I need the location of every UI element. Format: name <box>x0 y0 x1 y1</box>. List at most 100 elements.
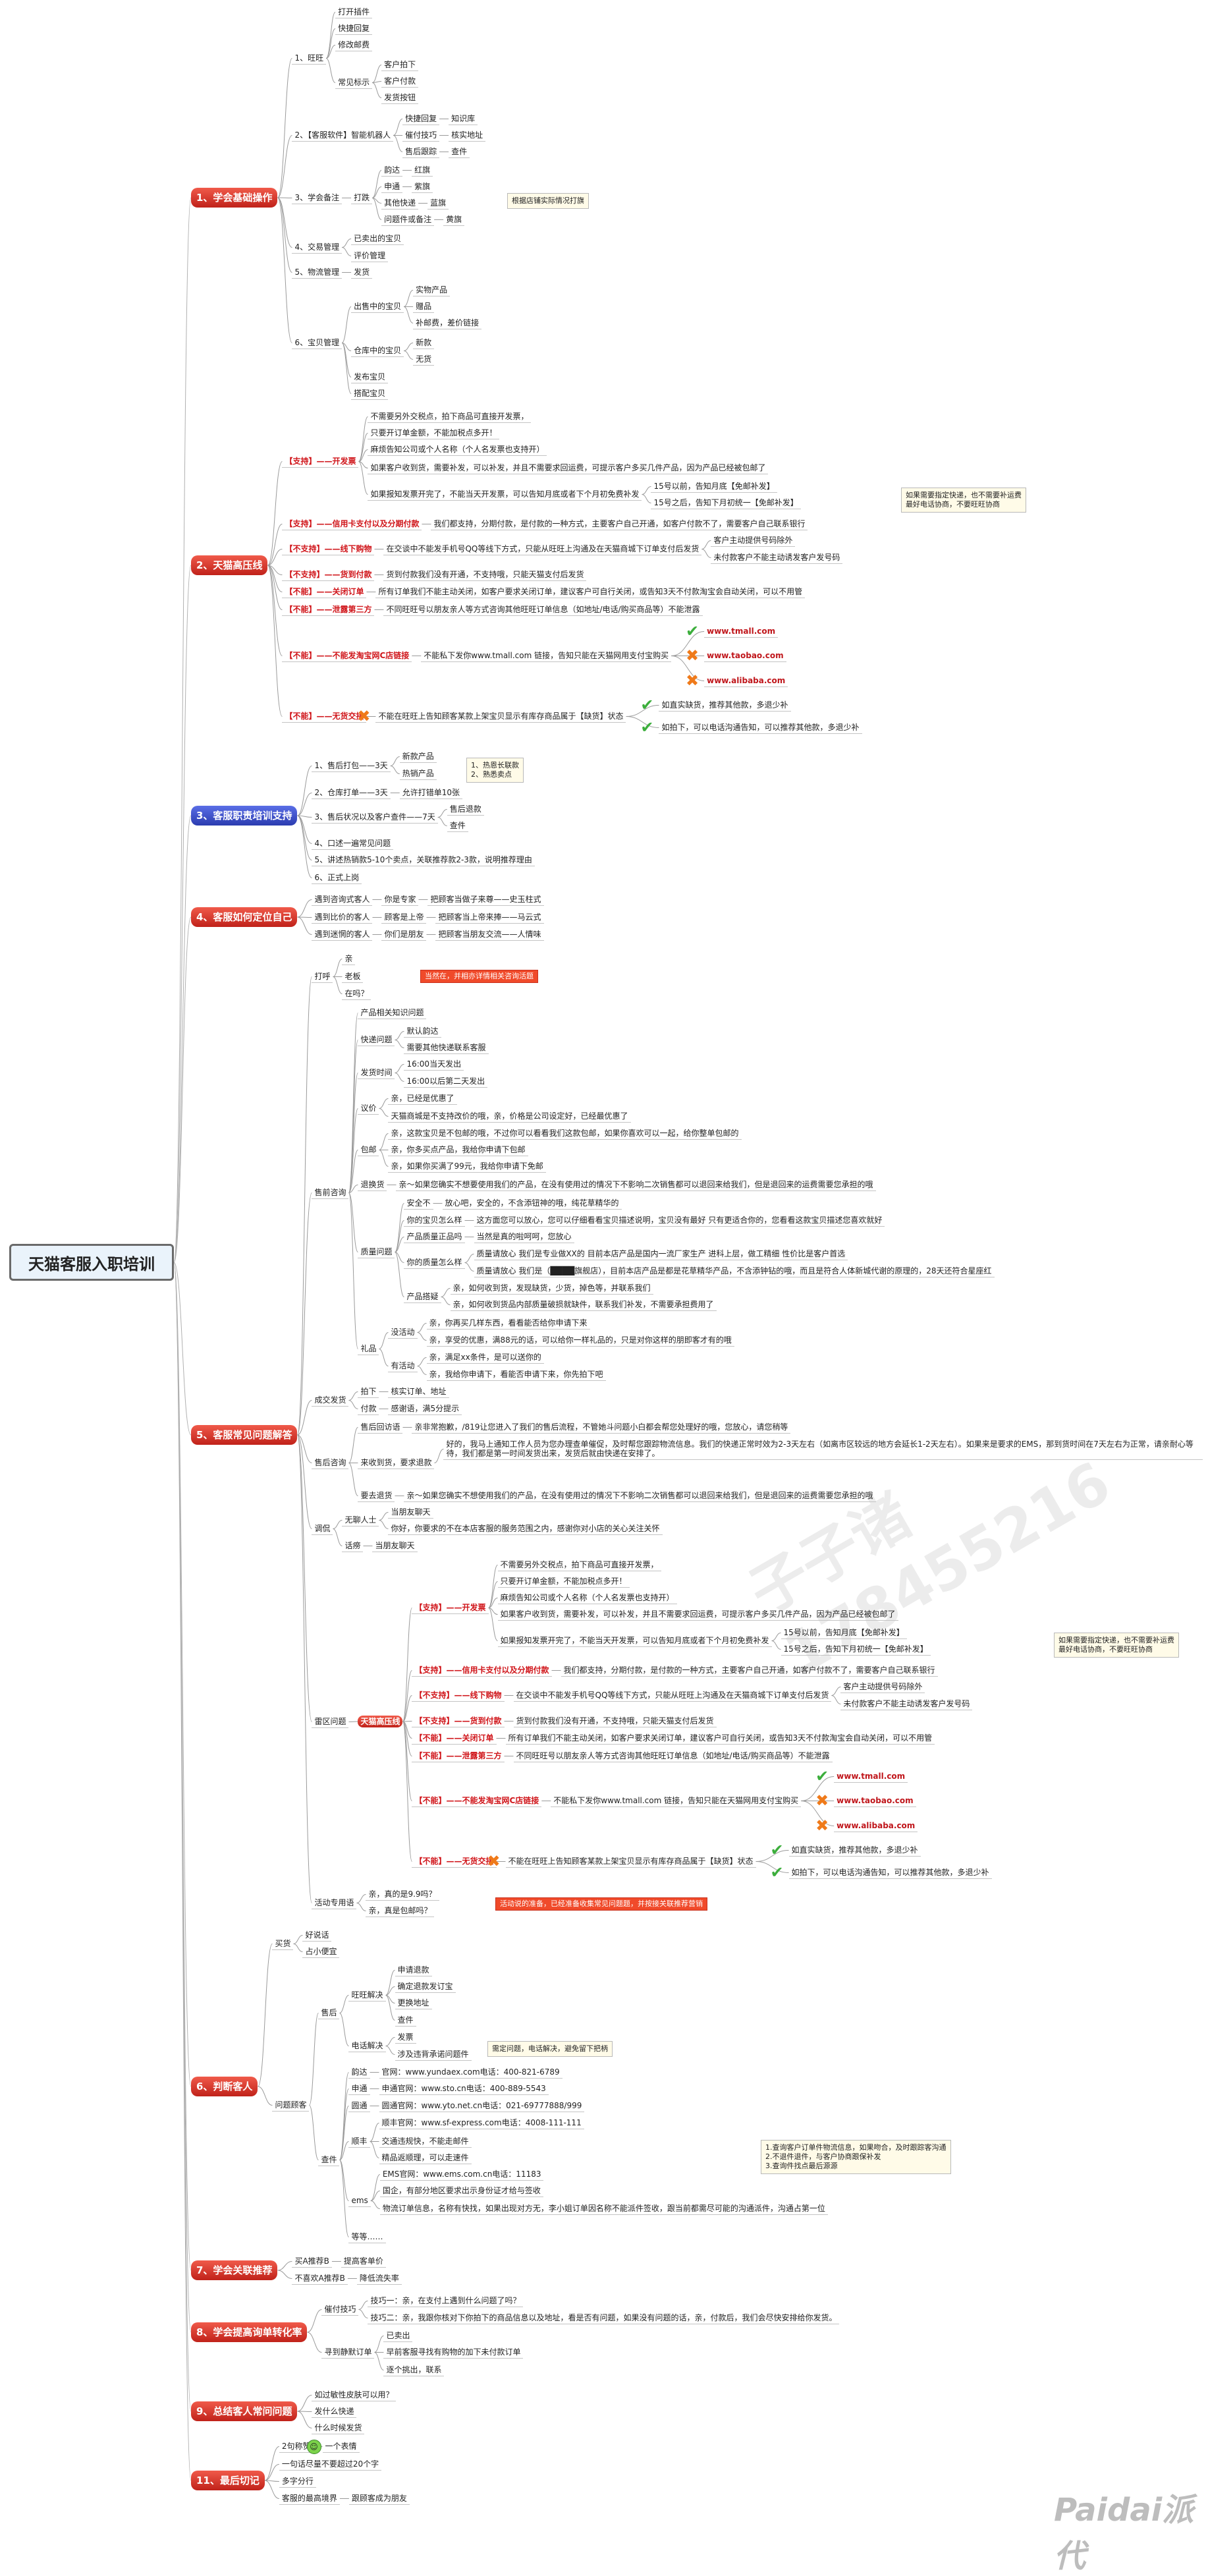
topic-node[interactable]: 寻到静默订单 <box>321 2346 375 2359</box>
topic-node[interactable]: 韵达 <box>381 164 403 177</box>
topic-node[interactable]: 涉及违背承诺问题件 <box>395 2048 472 2061</box>
topic-node[interactable]: 如拍下，可以电话沟通告知，可以推荐其他款，多退少补 <box>788 1866 992 1879</box>
topic-node[interactable]: 3、学会备注 <box>292 192 343 204</box>
topic-node[interactable]: 占小便宜 <box>302 1946 340 1958</box>
topic-node[interactable]: 不喜欢A推荐B <box>292 2272 348 2285</box>
topic-node[interactable]: 一句话尽量不要超过20个字 <box>279 2458 382 2471</box>
section-6[interactable]: 6、判断客人 <box>191 2077 258 2096</box>
topic-node[interactable]: www.taobao.com <box>834 1795 916 1807</box>
topic-node[interactable]: 这方面您可以放心，您可以仔细看看宝贝描述说明，宝贝没有最好 只有更适合你的，您看… <box>474 1214 885 1227</box>
topic-node[interactable]: 如果报知发票开完了，不能当天开发票，可以告知月底或者下个月初免费补发 <box>497 1635 772 1647</box>
topic-node[interactable]: 在交谈中不能发手机号QQ等线下方式，只能从旺旺上沟通及在天猫商城下订单支付后发货 <box>513 1689 832 1702</box>
topic-node[interactable]: 更换地址 <box>395 1997 432 2009</box>
topic-node[interactable]: www.taobao.com <box>704 650 786 662</box>
section-1[interactable]: 1、学会基础操作 <box>191 188 278 208</box>
rule-node[interactable]: 【支持】——开发票 <box>412 1602 489 1614</box>
topic-node[interactable]: 当朋友聊天 <box>372 1540 418 1552</box>
topic-node[interactable]: 顺丰 <box>348 2135 370 2148</box>
topic-node[interactable]: 评价管理 <box>351 250 389 262</box>
topic-node[interactable]: 买A推荐B <box>292 2255 332 2268</box>
topic-node[interactable]: 不同旺旺号以朋友亲人等方式咨询其他旺旺订单信息（如地址/电话/购买商品等）不能泄… <box>383 603 703 616</box>
topic-node[interactable]: 质量问题 <box>358 1246 395 1258</box>
topic-node[interactable]: 早前客服寻找有购物的加下未付款订单 <box>383 2346 524 2359</box>
topic-node[interactable]: 多字分行 <box>279 2475 316 2488</box>
topic-node[interactable]: 补邮费，差价链接 <box>413 317 482 329</box>
topic-node[interactable]: 6、正式上岗 <box>312 872 362 884</box>
topic-node[interactable]: 老板 <box>342 970 364 983</box>
topic-node[interactable]: 所有订单我们不能主动关闭，如客户要求关闭订单，建议客户可自行关闭，或告知3天不付… <box>505 1732 935 1745</box>
topic-node[interactable]: 6、宝贝管理 <box>292 337 343 349</box>
topic-node[interactable]: www.tmall.com <box>704 625 779 638</box>
topic-node[interactable]: 发布宝贝 <box>351 371 389 383</box>
rule-node[interactable]: 【不支持】——线下购物 <box>412 1689 505 1702</box>
topic-node[interactable]: 你是专家 <box>381 893 419 906</box>
topic-node[interactable]: 黄旗 <box>443 213 465 226</box>
topic-node[interactable]: 默认韵达 <box>404 1025 441 1038</box>
topic-node[interactable]: 发货按钮 <box>381 92 419 104</box>
topic-node[interactable]: 话痨 <box>342 1540 364 1552</box>
section-5[interactable]: 5、客服常见问题解答 <box>191 1425 298 1445</box>
topic-node[interactable]: 15号之后，告知下月初统一【免邮补发】 <box>651 497 801 509</box>
topic-node[interactable]: 遇到咨询式客人 <box>312 893 373 906</box>
topic-node[interactable]: 一个表情 <box>322 2440 360 2453</box>
topic-node[interactable]: 核实订单、地址 <box>388 1386 449 1398</box>
topic-node[interactable]: 已卖出 <box>383 2330 413 2342</box>
topic-node[interactable]: 核实地址 <box>449 129 486 142</box>
topic-node[interactable]: 有活动 <box>388 1360 418 1372</box>
topic-node[interactable]: 亲，你多买点产品，我给你申请下包邮 <box>388 1144 528 1156</box>
topic-node[interactable]: 问题件或备注 <box>381 213 435 226</box>
topic-node[interactable]: 查件 <box>395 2014 416 2027</box>
topic-node[interactable]: 售后回访语 <box>358 1421 403 1434</box>
topic-node[interactable]: 官网：www.yundaex.com电话：400-821-6789 <box>379 2066 563 2079</box>
topic-node[interactable]: 5、讲述热销款5-10个卖点，关联推荐款2-3款，说明推荐理由 <box>312 854 535 866</box>
topic-node[interactable]: 催付技巧 <box>402 129 440 142</box>
topic-node[interactable]: 旺旺解决 <box>348 1989 386 2002</box>
topic-node[interactable]: 电话解决 <box>348 2040 386 2052</box>
topic-node[interactable]: 你们是朋友 <box>381 928 427 941</box>
topic-node[interactable]: 16:00以后第二天发出 <box>404 1075 488 1088</box>
topic-node[interactable]: 不需要另外交税点，拍下商品可直接开发票， <box>368 410 532 423</box>
topic-node[interactable]: 雷区问题 <box>312 1716 349 1728</box>
topic-node[interactable]: 打跌 <box>351 192 373 204</box>
topic-node[interactable]: 1、旺旺 <box>292 52 327 65</box>
topic-node[interactable]: 我们都支持，分期付款，是付款的一种方式，主要客户自己开通，如客户付款不了，需要客… <box>431 518 808 530</box>
rule-node[interactable]: 【不能】——关闭订单 <box>412 1732 497 1745</box>
rule-node[interactable]: 【不能】——无货交接 <box>412 1855 497 1868</box>
topic-node[interactable]: 催付技巧 <box>321 2303 359 2316</box>
section-9[interactable]: 9、总结客人常问问题 <box>191 2401 298 2421</box>
topic-node[interactable]: www.alibaba.com <box>834 1820 918 1832</box>
topic-node[interactable]: 遇到比价的客人 <box>312 911 373 924</box>
topic-node[interactable]: 好的，我马上通知工作人员为您办理查单催促，及时帮您跟踪物流信息。我们的快递正常时… <box>443 1438 1203 1460</box>
topic-node[interactable]: 查件 <box>318 2154 340 2166</box>
rule-node[interactable]: 【支持】——开发票 <box>282 455 359 468</box>
topic-node[interactable]: 新款 <box>413 337 435 349</box>
topic-node[interactable]: 你好，你要求的不在本店客服的服务范围之内，感谢你对小店的关心关注关怀 <box>388 1523 663 1535</box>
topic-node[interactable]: 如过敏性皮肤可以用？ <box>312 2389 397 2401</box>
topic-node[interactable]: 所有订单我们不能主动关闭，如客户要求关闭订单，建议客户可自行关闭，或告知3天不付… <box>375 586 806 598</box>
topic-node[interactable]: 紫旗 <box>412 181 433 193</box>
topic-node[interactable]: 出售中的宝贝 <box>351 300 404 313</box>
topic-node[interactable]: 15号之后，告知下月初统一【免邮补发】 <box>781 1643 931 1656</box>
topic-node[interactable]: 搭配宝贝 <box>351 387 389 400</box>
rule-node[interactable]: 【不支持】——货到付款 <box>282 569 375 581</box>
topic-node[interactable]: 天猫商城是不支持改价的哦，亲，价格是公司设定好，已经最优惠了 <box>388 1110 631 1123</box>
topic-node[interactable]: 1、售后打包——3天 <box>312 760 391 772</box>
topic-node[interactable]: 质量请放心 我们是专业做XX的 目前本店产品是国内一流厂家生产 进科上层，做工精… <box>474 1248 848 1260</box>
topic-node[interactable]: www.alibaba.com <box>704 675 788 687</box>
topic-node[interactable]: 没活动 <box>388 1326 418 1339</box>
topic-node[interactable]: 售前咨询 <box>312 1187 349 1199</box>
topic-node[interactable]: 放心吧，安全的，不含添钮神的哦，纯花草精华的 <box>442 1197 622 1210</box>
topic-node[interactable]: 如果客户收到货，需要补发，可以补发，并且不需要求回运费，可提示客户多买几件产品，… <box>368 462 769 474</box>
topic-node[interactable]: 遇到迷惘的客人 <box>312 928 373 941</box>
topic-node[interactable]: 其他快递 <box>381 197 419 210</box>
topic-node[interactable]: 确定退款发订宝 <box>395 1980 456 1993</box>
topic-node[interactable]: 麻烦告知公司或个人名称（个人名发票也支持开） <box>368 443 547 456</box>
topic-node[interactable]: 礼品 <box>358 1343 379 1355</box>
topic-node[interactable]: 当朋友聊天 <box>388 1506 433 1519</box>
topic-node[interactable]: 产品相关知识问题 <box>358 1007 427 1019</box>
topic-node[interactable]: 亲，享受的优惠，满88元的话，可以给你一样礼品的，只是对你这样的朋即客才有的哦 <box>426 1334 734 1347</box>
topic-node[interactable]: 未付款客户不能主动诱发客户发号码 <box>711 551 843 564</box>
topic-node[interactable]: 付款 <box>358 1403 379 1415</box>
topic-node[interactable]: 拍下 <box>358 1386 379 1398</box>
rule-node[interactable]: 【不支持】——线下购物 <box>282 543 375 555</box>
